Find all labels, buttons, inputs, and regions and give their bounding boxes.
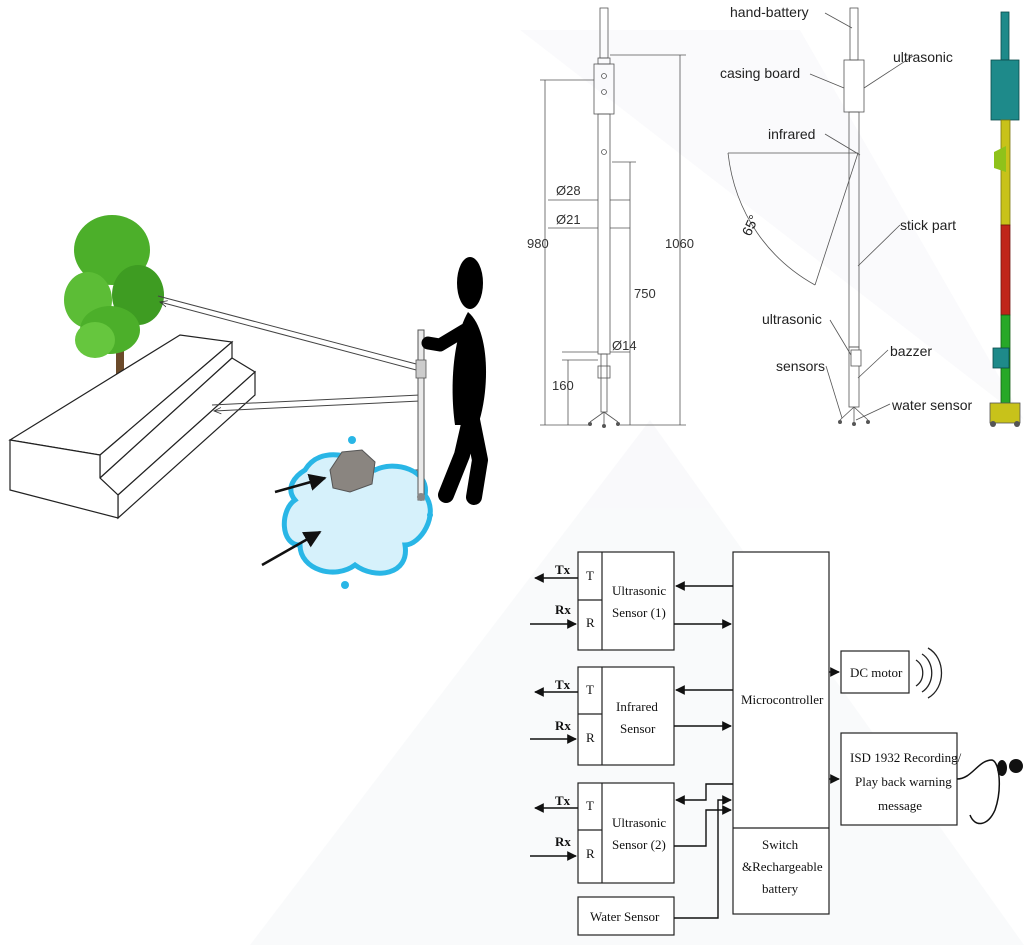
dim-diameter-14: Ø14 (612, 338, 637, 353)
isd-line1: ISD 1932 Recording/ (850, 750, 962, 765)
earphone-icon (956, 759, 1023, 825)
switch-line2: &Rechargeable (742, 859, 823, 874)
rock-icon (329, 449, 376, 493)
cad-stick-model (989, 11, 1021, 427)
tree-icon (64, 215, 164, 390)
dim-980: 980 (527, 236, 549, 251)
ultrasonic-sensor-1-block (577, 551, 675, 651)
stairs-icon (8, 334, 257, 520)
label-ultrasonic-bottom: ultrasonic (762, 311, 822, 327)
microcontroller-block (732, 551, 830, 915)
tx-label-1: Tx (555, 562, 571, 577)
label-stick-part: stick part (900, 217, 956, 233)
infrared-sensor-block (577, 666, 675, 766)
walking-person-icon (421, 257, 488, 505)
block-diagram: T R Ultrasonic Sensor (1) T R Infrared S… (530, 551, 1023, 936)
t-label-3: T (586, 798, 594, 813)
dim-750: 750 (634, 286, 656, 301)
r-label-3: R (586, 846, 595, 861)
switch-line1: Switch (762, 837, 799, 852)
dim-diameter-28: Ø28 (556, 183, 581, 198)
label-bazzer: bazzer (890, 343, 932, 359)
label-sensors: sensors (776, 358, 825, 374)
rx-label-3: Rx (555, 834, 571, 849)
label-ultrasonic-top: ultrasonic (893, 49, 953, 65)
ultrasonic-1-line2: Sensor (1) (612, 605, 666, 620)
ultrasonic-2-line2: Sensor (2) (612, 837, 666, 852)
isd-line3: message (878, 798, 922, 813)
infrared-line1: Infrared (616, 699, 658, 714)
usage-scene (8, 215, 488, 589)
annotated-stick: 65° hand-battery ultrasonic casing board… (720, 4, 972, 426)
rx-label-1: Rx (555, 602, 571, 617)
dim-160: 160 (552, 378, 574, 393)
label-infrared: infrared (768, 126, 815, 142)
label-casing-board: casing board (720, 65, 800, 81)
water-sensor-block (577, 896, 675, 936)
t-label-1: T (586, 568, 594, 583)
t-label-2: T (586, 682, 594, 697)
water-sensor-label: Water Sensor (590, 909, 660, 924)
dc-motor-block (840, 650, 910, 694)
isd-playback-block (840, 732, 958, 826)
ultrasonic-1-line1: Ultrasonic (612, 583, 666, 598)
isd-line2: Play back warning (855, 774, 952, 789)
tx-label-3: Tx (555, 793, 571, 808)
label-water-sensor: water sensor (891, 397, 972, 413)
dc-motor-label: DC motor (850, 665, 903, 680)
ultrasonic-sensor-2-block (577, 782, 675, 884)
switch-line3: battery (762, 881, 799, 896)
r-label-1: R (586, 615, 595, 630)
detection-lines (157, 295, 421, 471)
r-label-2: R (586, 730, 595, 745)
microcontroller-label: Microcontroller (741, 692, 824, 707)
ultrasonic-2-line1: Ultrasonic (612, 815, 666, 830)
dim-1060: 1060 (665, 236, 694, 251)
rx-label-2: Rx (555, 718, 571, 733)
vibration-icon (915, 647, 942, 699)
infrared-line2: Sensor (620, 721, 656, 736)
dim-diameter-21: Ø21 (556, 212, 581, 227)
tx-label-2: Tx (555, 677, 571, 692)
cane-icon (415, 329, 427, 501)
label-hand-battery: hand-battery (730, 4, 809, 20)
dimension-drawing: 980 1060 750 160 Ø28 Ø21 Ø14 (527, 7, 694, 428)
